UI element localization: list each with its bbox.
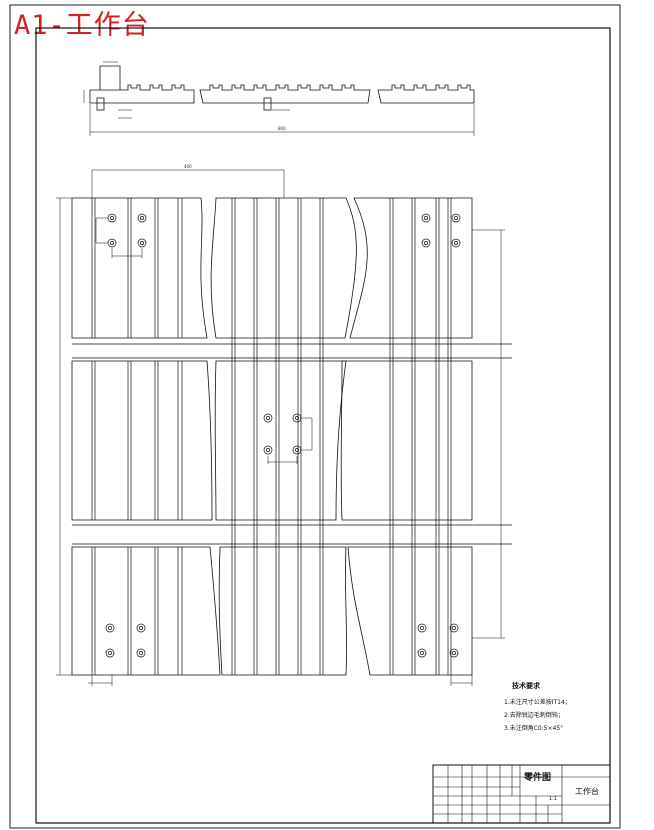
part-name-label: 工作台 (575, 787, 599, 796)
scale-label: 1:1 (549, 796, 558, 802)
section-profile-2 (199, 84, 371, 104)
note-item: 3.未注倒角C0.5×45° (504, 725, 564, 732)
bolt-holes (105, 213, 461, 658)
title-block (432, 764, 611, 824)
inner-frame (35, 27, 611, 824)
note-item: 2.去除锐边毛刺倒钝； (504, 712, 564, 719)
plan-view: 400 (56, 164, 512, 686)
section-profile-3 (377, 84, 475, 104)
section-view: 800 (83, 61, 475, 136)
note-item: 1.未注尺寸公差按IT14； (504, 699, 571, 706)
svg-text:400: 400 (184, 164, 192, 169)
outer-border (9, 4, 621, 829)
section-profile-1 (89, 65, 195, 104)
svg-text:800: 800 (278, 126, 286, 131)
notes-heading: 技术要求 (512, 682, 540, 690)
drawing-type-label: 零件图 (524, 773, 552, 783)
